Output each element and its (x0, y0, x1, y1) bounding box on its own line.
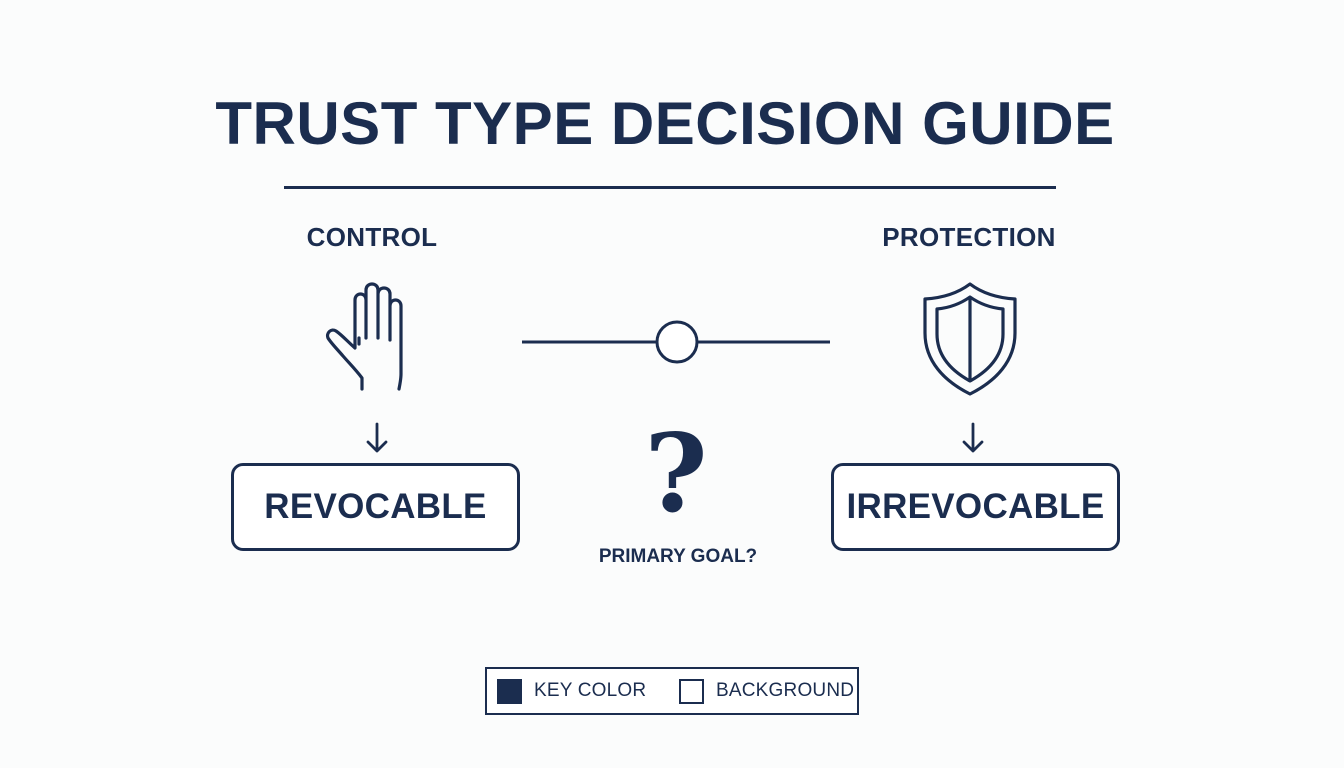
irrevocable-option[interactable]: IRREVOCABLE (831, 463, 1120, 551)
key-color-swatch (497, 678, 522, 704)
protection-label: PROTECTION (882, 222, 1056, 252)
arrow-down-icon (962, 422, 984, 453)
legend-label: KEY COLOR (534, 680, 647, 701)
legend: KEY COLOR BACKGROUND (485, 667, 859, 715)
control-label: CONTROL (306, 222, 438, 252)
legend-item-key-color: KEY COLOR (497, 669, 646, 713)
title-divider (284, 186, 1056, 189)
legend-item-background: BACKGROUND (679, 669, 854, 713)
balance-slider-icon (522, 320, 830, 364)
background-swatch (679, 678, 704, 704)
primary-goal-caption: PRIMARY GOAL? (598, 546, 758, 567)
question-mark-icon: ? (644, 411, 708, 537)
revocable-option[interactable]: REVOCABLE (231, 463, 520, 551)
page-title: TRUST TYPE DECISION GUIDE (215, 90, 1115, 157)
legend-label: BACKGROUND (716, 680, 855, 701)
arrow-down-icon (366, 422, 388, 453)
shield-icon (923, 282, 1017, 396)
hand-icon (325, 282, 403, 391)
